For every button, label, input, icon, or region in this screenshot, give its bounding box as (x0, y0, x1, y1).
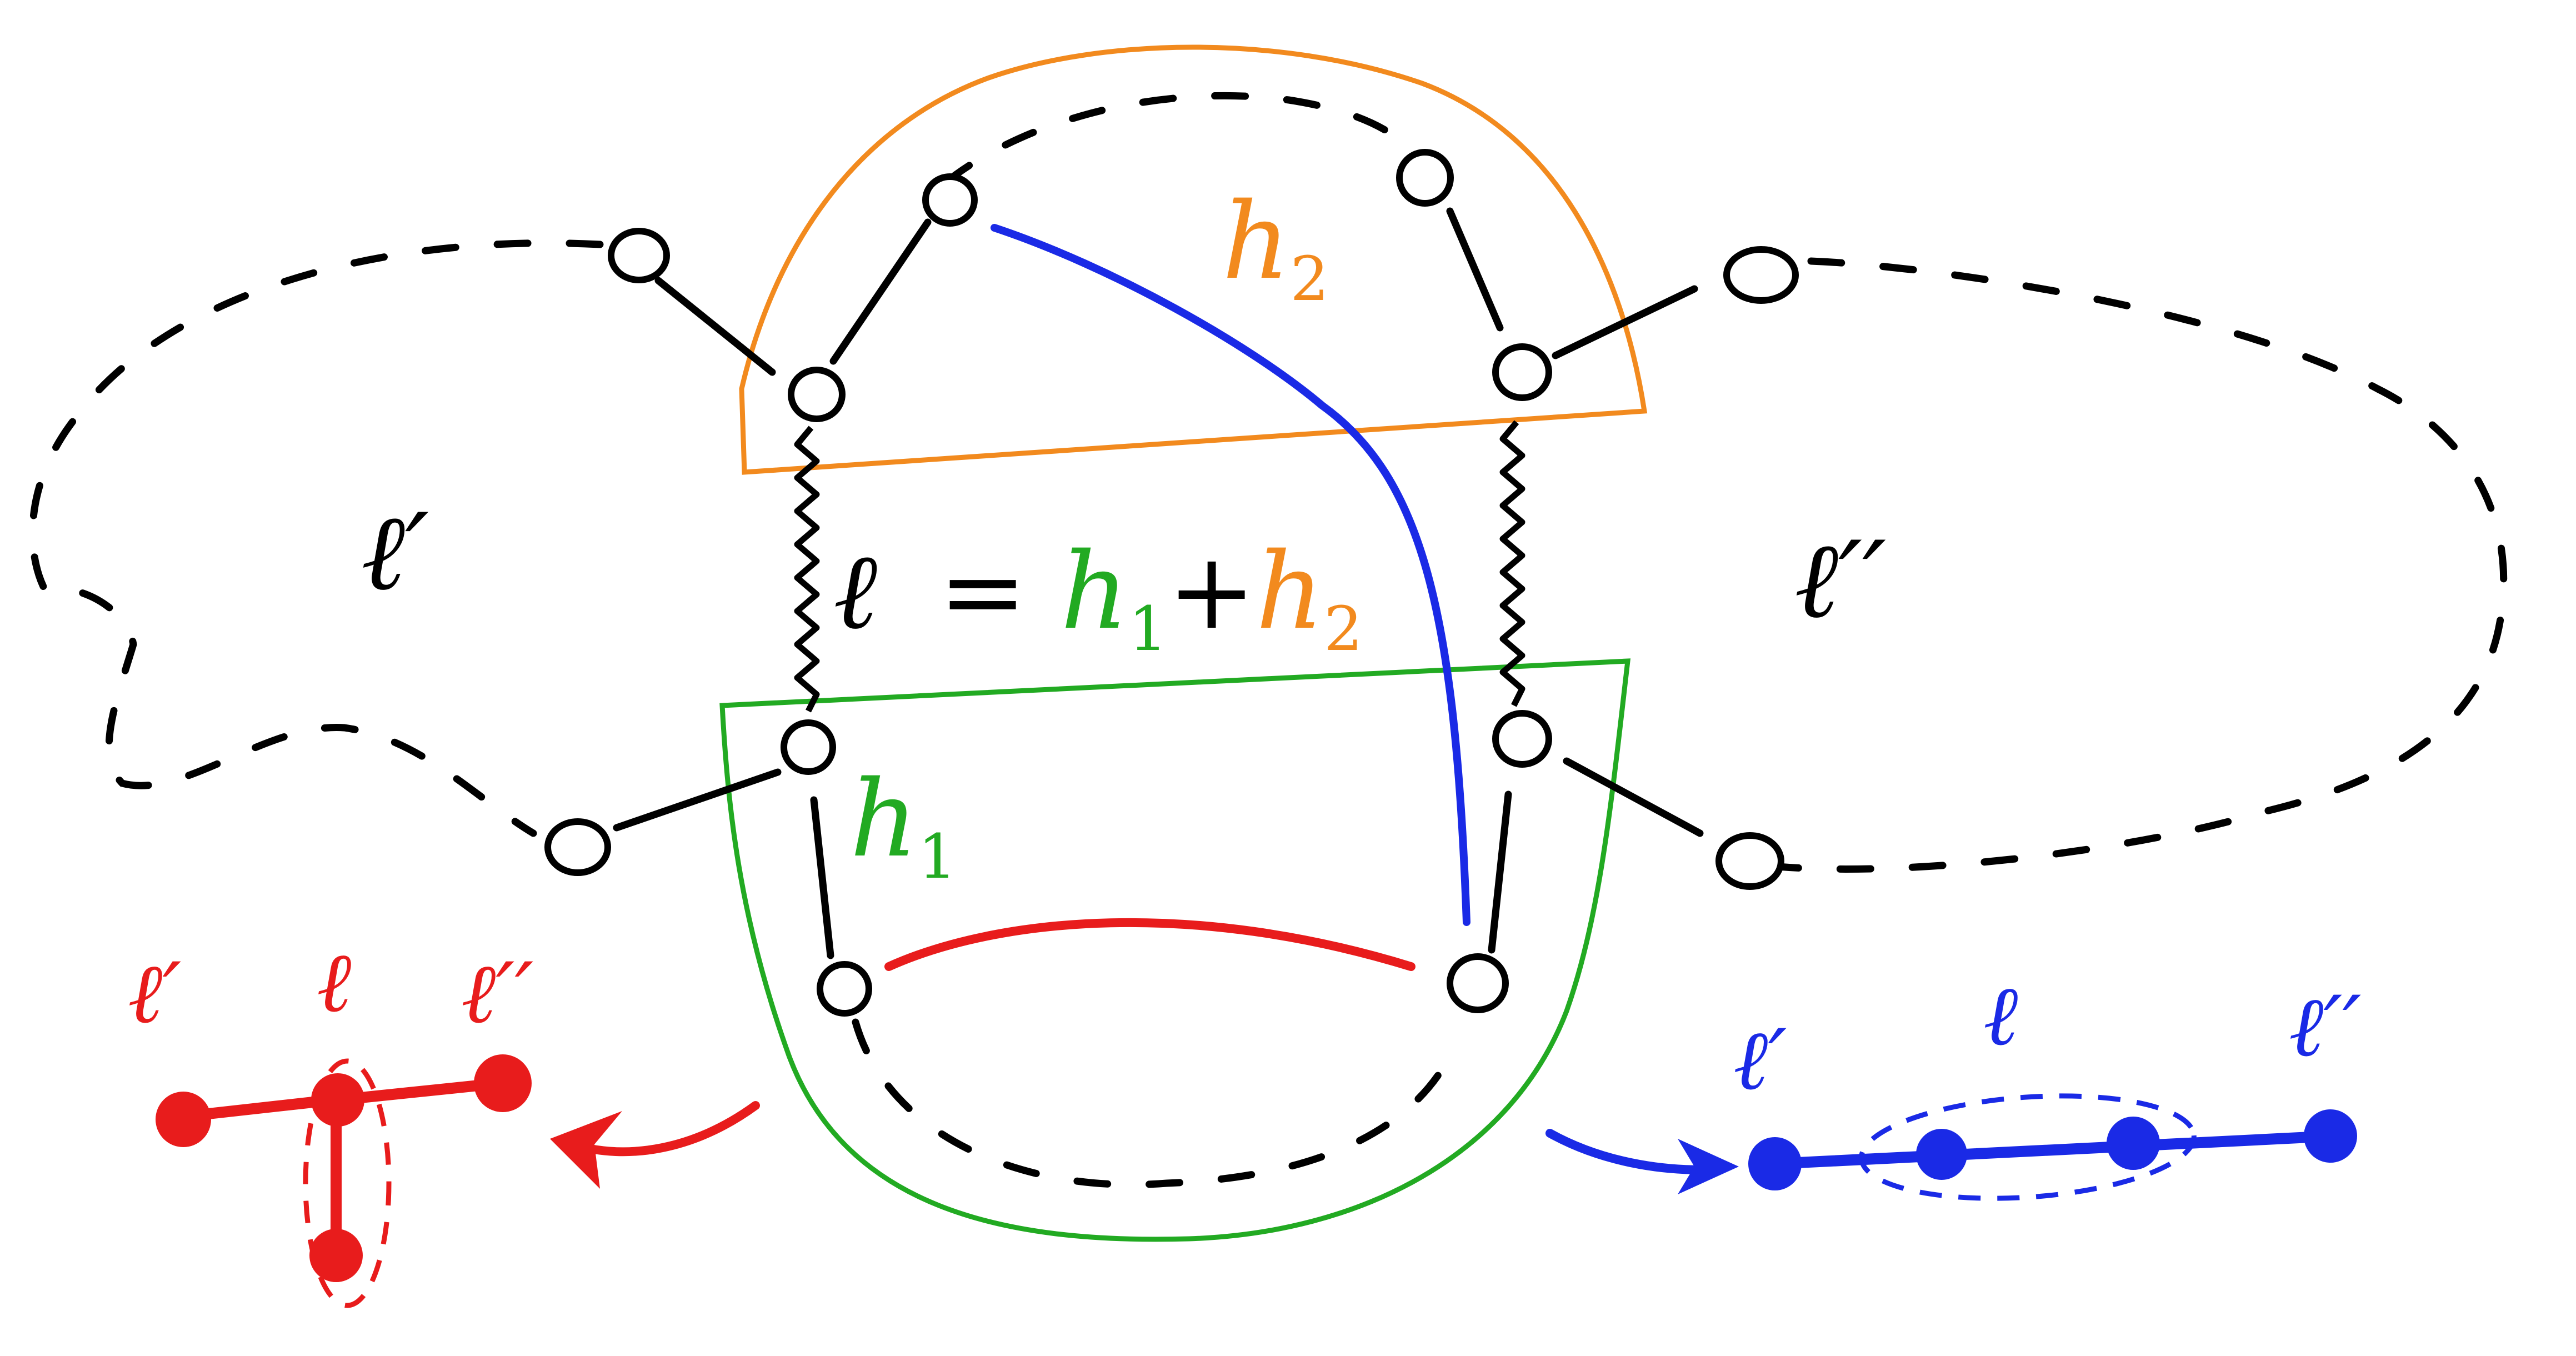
left-dashed-loop (29, 239, 604, 837)
red-cut-curve (884, 918, 1415, 971)
vertex-left-upper (788, 367, 846, 422)
red-arrow-head (550, 1111, 622, 1189)
edge-ml-bottom-left (810, 796, 834, 959)
edge-tr-top (1446, 207, 1504, 332)
blue-label-l-double-prime: ℓ′′ (2289, 979, 2362, 1075)
vertex-right-upper (1492, 343, 1552, 401)
vertex-top-right (1396, 149, 1454, 207)
blue-cut-curve (991, 224, 1470, 926)
red-tree-edge-right (333, 1078, 506, 1105)
blue-chain-group-outline (1859, 1093, 2197, 1201)
left-wavy-propagator (794, 426, 820, 713)
right-wavy-propagator (1499, 420, 1525, 707)
blue-chain-node-l-prime (1748, 1137, 1802, 1190)
edge-ro-right-vertex (1552, 285, 1698, 359)
vertex-left-lower (781, 719, 836, 775)
blue-chain-node-l-double-prime (2304, 1109, 2357, 1163)
red-label-l: ℓ (317, 934, 351, 1031)
red-tree-node-bottom (309, 1229, 363, 1282)
label-h2: h2 (1222, 180, 1329, 314)
vertex-bottom-left (817, 961, 872, 1017)
edge-ml-left-vertex (613, 768, 782, 832)
bottom-dashed-arc (852, 1018, 1459, 1188)
blue-chain-node-2 (2107, 1117, 2160, 1170)
h1-region-outline (719, 658, 1631, 1242)
right-dashed-loop (1774, 257, 2508, 873)
label-l-double-prime: ℓ′′ (1794, 519, 1886, 642)
red-tree-l-group-outline (303, 1058, 392, 1308)
red-tree: ℓ′ ℓ ℓ′′ (128, 934, 760, 1308)
red-label-l-prime: ℓ′ (128, 945, 182, 1042)
blue-chain: ℓ′ ℓ ℓ′′ (1545, 968, 2362, 1201)
edge-tl-top (829, 218, 932, 365)
vertex-right-lower (1492, 710, 1552, 768)
blue-chain-node-1 (1916, 1129, 1967, 1180)
blue-chain-edge (1769, 1130, 2339, 1169)
edge-lo-left-vertex (654, 277, 776, 376)
red-label-l-double-prime: ℓ′′ (461, 945, 534, 1042)
vertex-top-left (922, 173, 978, 227)
red-tree-node-l-prime (156, 1092, 211, 1147)
vertex-outer-right-bottom (1715, 832, 1784, 890)
blue-label-l-prime: ℓ′ (1733, 1012, 1787, 1109)
edge-mr-right-vertex (1563, 757, 1704, 837)
label-l-prime: ℓ′ (361, 491, 429, 614)
edge-mr-bottom-right (1488, 790, 1512, 954)
blue-label-l: ℓ (1983, 968, 2018, 1064)
equation-l-equals-h1-plus-h2: ℓ = h1+h2 (833, 530, 1363, 664)
blue-arrow-head (1678, 1139, 1739, 1194)
top-dashed-arc (941, 92, 1426, 187)
h2-region-outline (739, 44, 1648, 475)
vertex-outer-left-top (608, 228, 670, 283)
red-tree-node-l-double-prime (474, 1054, 532, 1112)
vertex-bottom-right (1447, 953, 1509, 1013)
vertex-outer-left-bottom (544, 818, 611, 876)
label-h1: h1 (850, 758, 957, 892)
red-tree-node-l (311, 1073, 364, 1127)
vertex-outer-right-top (1723, 246, 1799, 304)
